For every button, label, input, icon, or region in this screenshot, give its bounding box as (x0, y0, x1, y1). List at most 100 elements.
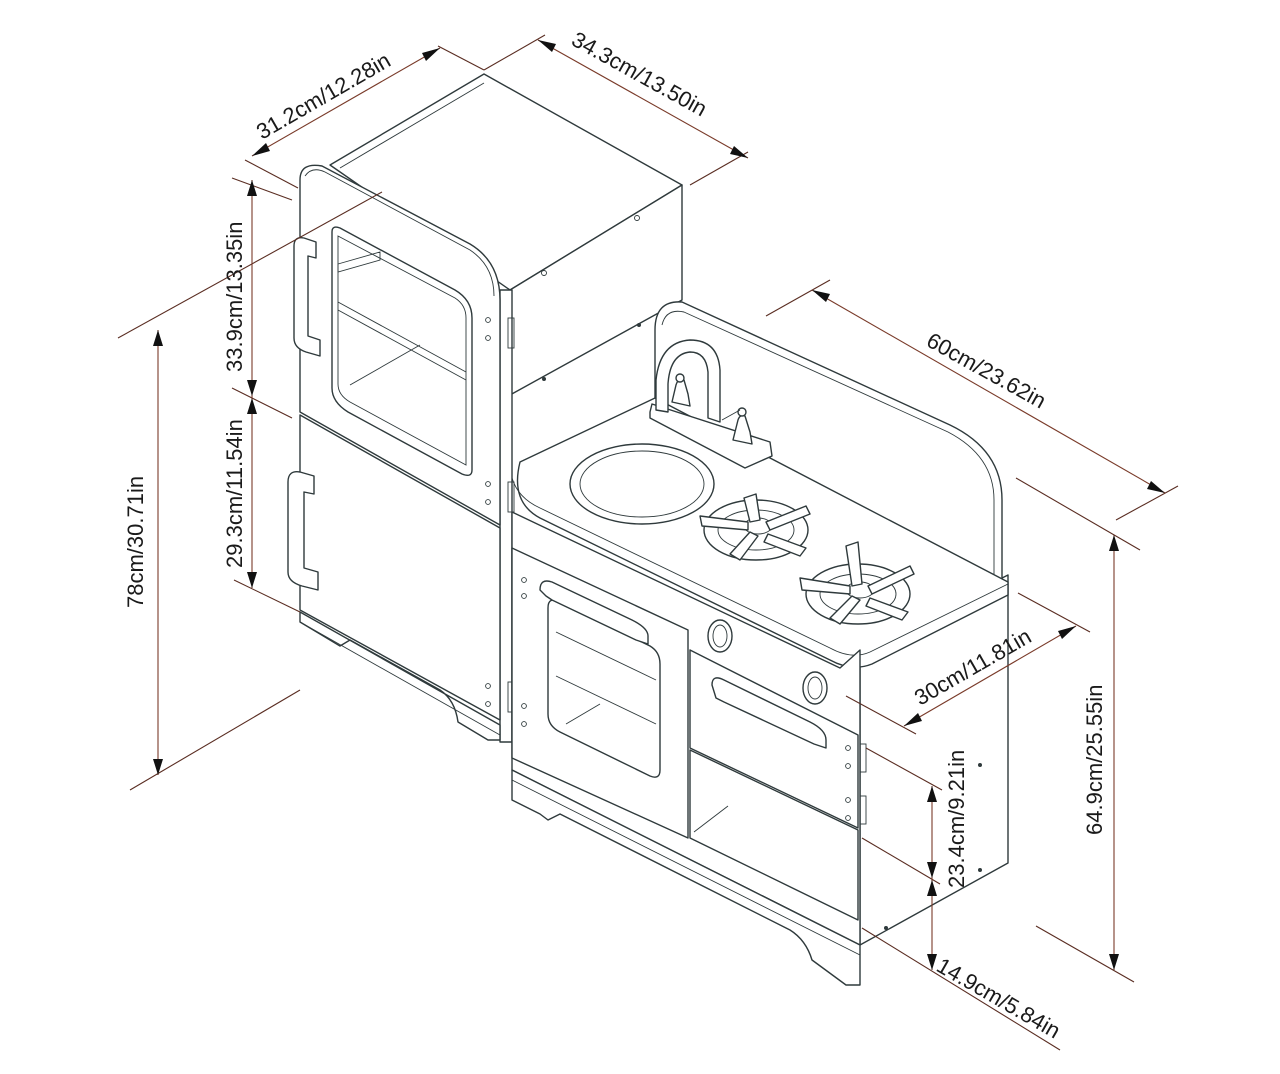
extension-line (129, 689, 301, 791)
burner-grate-arm (743, 493, 761, 523)
burner-2 (799, 541, 915, 625)
arrow-head (538, 40, 556, 52)
extension-line (231, 387, 293, 419)
burner-grate-arm (729, 531, 759, 561)
extension-line (845, 695, 917, 735)
arrow-head (730, 146, 748, 158)
screw-dot (637, 323, 641, 327)
screw-hole (634, 215, 640, 221)
burner-grate-arm (763, 533, 807, 557)
fridge-lower-handle (287, 471, 319, 591)
arrow-head (1109, 954, 1119, 970)
cubby-floor-line (693, 805, 729, 833)
extension-line (437, 45, 485, 71)
faucet-spout (655, 339, 721, 423)
arrow-head (247, 572, 257, 588)
burner-grate-arm (699, 515, 749, 531)
fridge-side-strip (499, 289, 513, 743)
stove-base-line (511, 779, 861, 956)
arrow-head (1109, 535, 1119, 551)
fridge-shelf-edge (337, 309, 467, 381)
hinge-hole (845, 745, 851, 751)
screw-dot (542, 377, 546, 381)
label-oven-height: 23.4cm/9.21in (944, 750, 969, 888)
arrow-head (927, 954, 937, 970)
screw-dot (978, 763, 982, 767)
fridge-window-inner (337, 235, 467, 466)
refrigerator-unit (287, 73, 683, 743)
open-cubby (689, 749, 859, 921)
burner-grate-arm (865, 597, 909, 621)
stove-knob-2 (802, 671, 828, 705)
dim-line-counter-width (811, 289, 1166, 494)
arrow-head (247, 180, 257, 196)
arrow-head (904, 713, 922, 726)
hinge-hole (485, 481, 491, 487)
countertop-edge (511, 477, 1009, 656)
extension-line (231, 177, 293, 201)
label-fridge-depth: 34.3cm/13.50in (568, 27, 712, 122)
burner-grate-arm (799, 577, 851, 595)
extension-line (117, 191, 383, 339)
arrow-head (927, 862, 937, 878)
fridge-hinge (507, 317, 515, 349)
hinge-hole (485, 335, 491, 341)
fridge-top-edge (339, 82, 485, 169)
arrow-head (247, 398, 257, 414)
screw-dot (884, 926, 888, 930)
faucet (649, 339, 773, 469)
fridge-base-line (299, 621, 501, 736)
stove-knob-1 (707, 619, 733, 653)
oven-handle (539, 580, 649, 645)
hinge-hole (521, 593, 527, 599)
fridge-base (299, 611, 501, 741)
fridge-shelf-block (337, 251, 381, 273)
faucet-knob (675, 373, 685, 383)
stove-unit (511, 301, 1009, 986)
arrow-head (153, 759, 163, 775)
arrow-head (422, 48, 440, 61)
sink-basin (579, 450, 705, 518)
hinge-hole (485, 701, 491, 707)
burner-1 (699, 493, 811, 561)
extension-line (244, 159, 299, 189)
backsplash-rim (661, 310, 995, 586)
faucet-base (649, 403, 773, 469)
dim-line-fridge-depth (537, 39, 749, 159)
stove-knob-1-inner (712, 624, 728, 648)
fridge-door-rim (304, 169, 495, 297)
screw-dot (978, 868, 982, 872)
extension-line (865, 747, 943, 791)
label-base-height: 14.9cm/5.84in (933, 953, 1065, 1044)
sink-rim (569, 443, 715, 525)
extension-line (765, 279, 831, 317)
extension-line (1115, 485, 1179, 521)
label-total-height: 78cm/30.71in (123, 476, 148, 608)
label-fridge-upper-height: 33.9cm/13.35in (222, 222, 247, 372)
oven-shelf (555, 675, 657, 725)
extension-line (1017, 592, 1091, 633)
hinge-hole (845, 797, 851, 803)
extension-line (861, 837, 941, 885)
fridge-floor-line (349, 344, 421, 386)
label-fridge-width: 31.2cm/12.28in (252, 47, 395, 144)
label-counter-height: 64.9cm/25.55in (1082, 685, 1107, 835)
burner-grate-arm (829, 595, 861, 625)
oven-shelf (555, 631, 657, 681)
hinge-hole (521, 721, 527, 727)
hinge-hole (485, 317, 491, 323)
label-fridge-lower-height: 29.3cm/11.54in (222, 419, 247, 568)
burner-grate-arm (845, 541, 863, 587)
arrow-head (252, 143, 270, 156)
arrow-head (927, 880, 937, 896)
burner-grate-arm (765, 505, 811, 531)
extension-line (1015, 477, 1141, 551)
hinge-hole (845, 763, 851, 769)
hinge-hole (485, 683, 491, 689)
arrow-head (1058, 626, 1076, 639)
drawer-handle (711, 677, 827, 749)
extension-line (233, 579, 301, 613)
dim-line-counter-depth (903, 625, 1077, 727)
hinge-hole (521, 703, 527, 709)
